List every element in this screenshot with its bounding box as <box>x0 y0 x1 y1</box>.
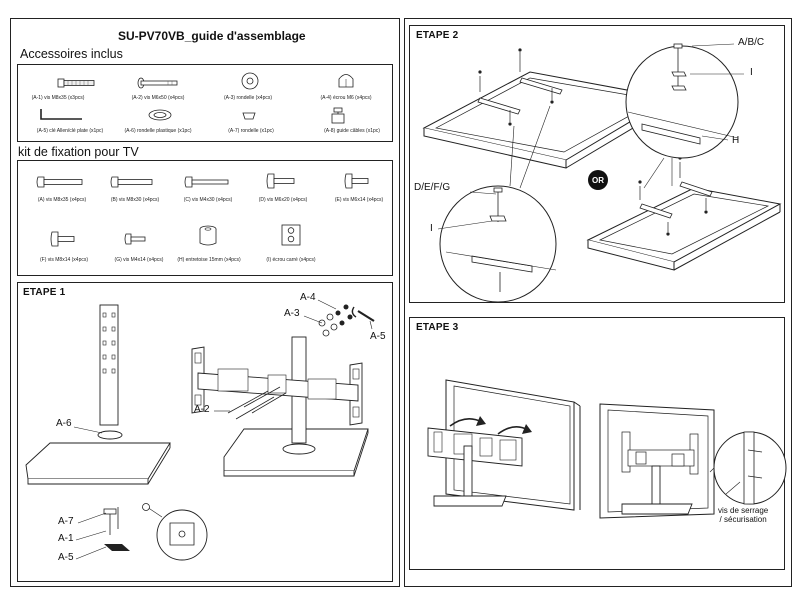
a4-nut-illustration <box>338 74 354 88</box>
kit-b-screw-illustration <box>110 176 153 188</box>
step3-panel: ETAPE 3 <box>409 317 787 570</box>
step3-tv-hanging-illustration <box>427 379 787 519</box>
a4-caption: (A-4) écrou M6 (x4pcs) <box>320 95 372 101</box>
accessories-panel: (A-1) vis M8x35 (x3pcs) (A-2) vis M6x50 … <box>17 64 393 142</box>
step2-panel: ETAPE 2 <box>409 25 785 303</box>
kit-d-screw-illustration <box>266 173 295 189</box>
step3-tighten-label: vis de serrage / sécurisation <box>718 506 768 524</box>
step1-label-a5-bottom: A-5 <box>58 552 74 563</box>
document-title: SU-PV70VB_guide d'assemblage <box>118 29 306 43</box>
kit-g-screw-illustration <box>124 233 146 245</box>
kit-heading: kit de fixation pour TV <box>18 145 139 159</box>
step1-heading: ETAPE 1 <box>23 287 66 298</box>
a5-caption: (A-5) clé Allen/clé plate (x1pc) <box>36 128 104 134</box>
step1-label-a2: A-2 <box>194 404 210 415</box>
step2-label-i-left: I <box>430 223 433 234</box>
a7-washer-illustration <box>242 112 256 120</box>
kit-f-caption: (F) vis M8x14 (x4pcs) <box>39 257 89 263</box>
kit-c-caption: (C) vis M4x30 (x4pcs) <box>183 197 233 203</box>
kit-b-caption: (B) vis M8x30 (x4pcs) <box>110 197 160 203</box>
kit-f-screw-illustration <box>50 231 75 247</box>
step2-mounting-illustration <box>422 43 782 303</box>
kit-h-spacer-illustration <box>199 225 217 246</box>
a1-screw-illustration <box>57 78 95 88</box>
kit-a-screw-illustration <box>36 176 83 188</box>
step1-panel: ETAPE 1 <box>17 282 393 582</box>
kit-c-screw-illustration <box>184 176 229 188</box>
accessories-heading: Accessoires inclus <box>20 47 123 61</box>
a3-caption: (A-3) rondelle (x4pcs) <box>223 95 273 101</box>
kit-d-caption: (D) vis M6x20 (x4pcs) <box>258 197 308 203</box>
a8-cable-guide-illustration <box>331 107 345 124</box>
a6-plastic-washer-illustration <box>148 109 172 121</box>
kit-i-caption: (I) écrou carré (x4pcs) <box>266 257 316 263</box>
step2-label-abc: A/B/C <box>738 37 765 48</box>
a2-screw-illustration <box>137 77 178 89</box>
step1-label-a5-top: A-5 <box>370 331 386 342</box>
a5-allen-key-illustration <box>40 109 82 120</box>
step2-label-i-top: I <box>750 67 753 78</box>
a3-washer-illustration <box>241 72 259 90</box>
left-page-frame <box>10 18 400 587</box>
kit-a-caption: (A) vis M8x35 (x4pcs) <box>37 197 87 203</box>
a1-caption: (A-1) vis M8x35 (x3pcs) <box>31 95 85 101</box>
a6-caption: (A-6) rondelle plastique (x1pc) <box>124 128 192 134</box>
a8-caption: (A-8) guide câbles (x1pc) <box>324 128 380 134</box>
step1-label-a4: A-4 <box>300 292 316 303</box>
step1-label-a3: A-3 <box>284 308 300 319</box>
a7-caption: (A-7) rondelle (x1pc) <box>228 128 274 134</box>
step2-label-defg: D/E/F/G <box>414 182 451 193</box>
step1-label-a1: A-1 <box>58 533 74 544</box>
step1-base-assembly-illustration <box>25 299 375 561</box>
kit-e-caption: (E) vis M6x14 (x4pcs) <box>334 197 384 203</box>
step1-label-a6: A-6 <box>56 418 72 429</box>
kit-g-caption: (G) vis M4x14 (x4pcs) <box>114 257 164 263</box>
kit-i-square-nut-illustration <box>281 224 301 246</box>
or-badge: OR <box>588 170 608 190</box>
step2-label-h: H <box>732 135 740 146</box>
step3-heading: ETAPE 3 <box>416 322 459 333</box>
kit-panel: (A) vis M8x35 (x4pcs) (B) vis M8x30 (x4p… <box>17 160 393 276</box>
kit-e-screw-illustration <box>344 173 369 189</box>
a2-caption: (A-2) vis M6x50 (x4pcs) <box>131 95 185 101</box>
step1-label-a7: A-7 <box>58 516 74 527</box>
step3-tighten-line2: / sécurisation <box>719 515 767 524</box>
right-page-frame <box>404 18 792 587</box>
step3-tighten-line1: vis de serrage <box>718 506 769 515</box>
step2-heading: ETAPE 2 <box>416 30 459 41</box>
kit-h-caption: (H) entretoise 15mm (x4pcs) <box>177 257 241 263</box>
